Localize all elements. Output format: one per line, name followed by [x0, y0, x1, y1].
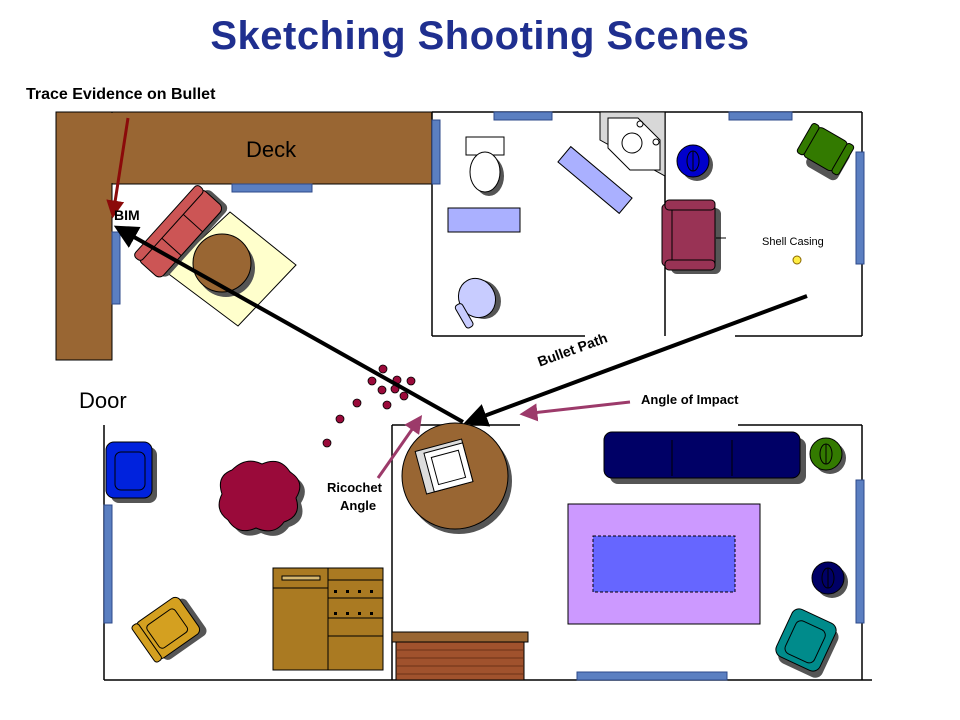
chair-blue [105, 441, 157, 503]
rug-living [567, 503, 761, 625]
lamp-table-living-2 [811, 561, 848, 598]
chair-green-bedroom [796, 123, 855, 181]
deck [55, 111, 433, 361]
blood-droplets [322, 364, 416, 448]
label-ricochet-line1: Ricochet [327, 480, 382, 495]
label-trace-evidence: Trace Evidence on Bullet [26, 86, 216, 103]
windows [103, 111, 865, 681]
chair-purple-bedroom [661, 199, 726, 274]
page-title: Sketching Shooting Scenes [210, 14, 750, 58]
label-bim: BIM [114, 207, 140, 223]
label-angle-of-impact: Angle of Impact [641, 392, 739, 407]
computer-monitor [414, 438, 474, 495]
bath-rug [557, 145, 633, 215]
chair-teal [775, 608, 839, 678]
label-deck: Deck [246, 137, 297, 162]
cabinet-knobs [334, 590, 373, 615]
shell-casing [792, 255, 802, 265]
chair-bath [454, 277, 501, 329]
label-ricochet-line2: Angle [340, 498, 377, 513]
trace-evidence-arrow [106, 117, 130, 219]
sofa-navy [603, 431, 806, 484]
label-shell-casing: Shell Casing [762, 236, 824, 248]
ricochet-angle-arrow [376, 415, 423, 479]
bullet-path-ricochet [113, 225, 464, 424]
lamp-table-living [809, 437, 846, 474]
sink [599, 111, 666, 177]
bath-mat [447, 207, 521, 233]
chair-yellow [131, 596, 207, 663]
toilet [465, 136, 505, 196]
blood-pool [218, 460, 305, 536]
lamp-table-bedroom [676, 144, 713, 181]
angle-of-impact-arrow [519, 400, 631, 422]
label-door: Door [79, 388, 127, 413]
fireplace [391, 631, 529, 681]
cabinet [272, 567, 384, 671]
bullet-path-incoming [463, 294, 808, 427]
